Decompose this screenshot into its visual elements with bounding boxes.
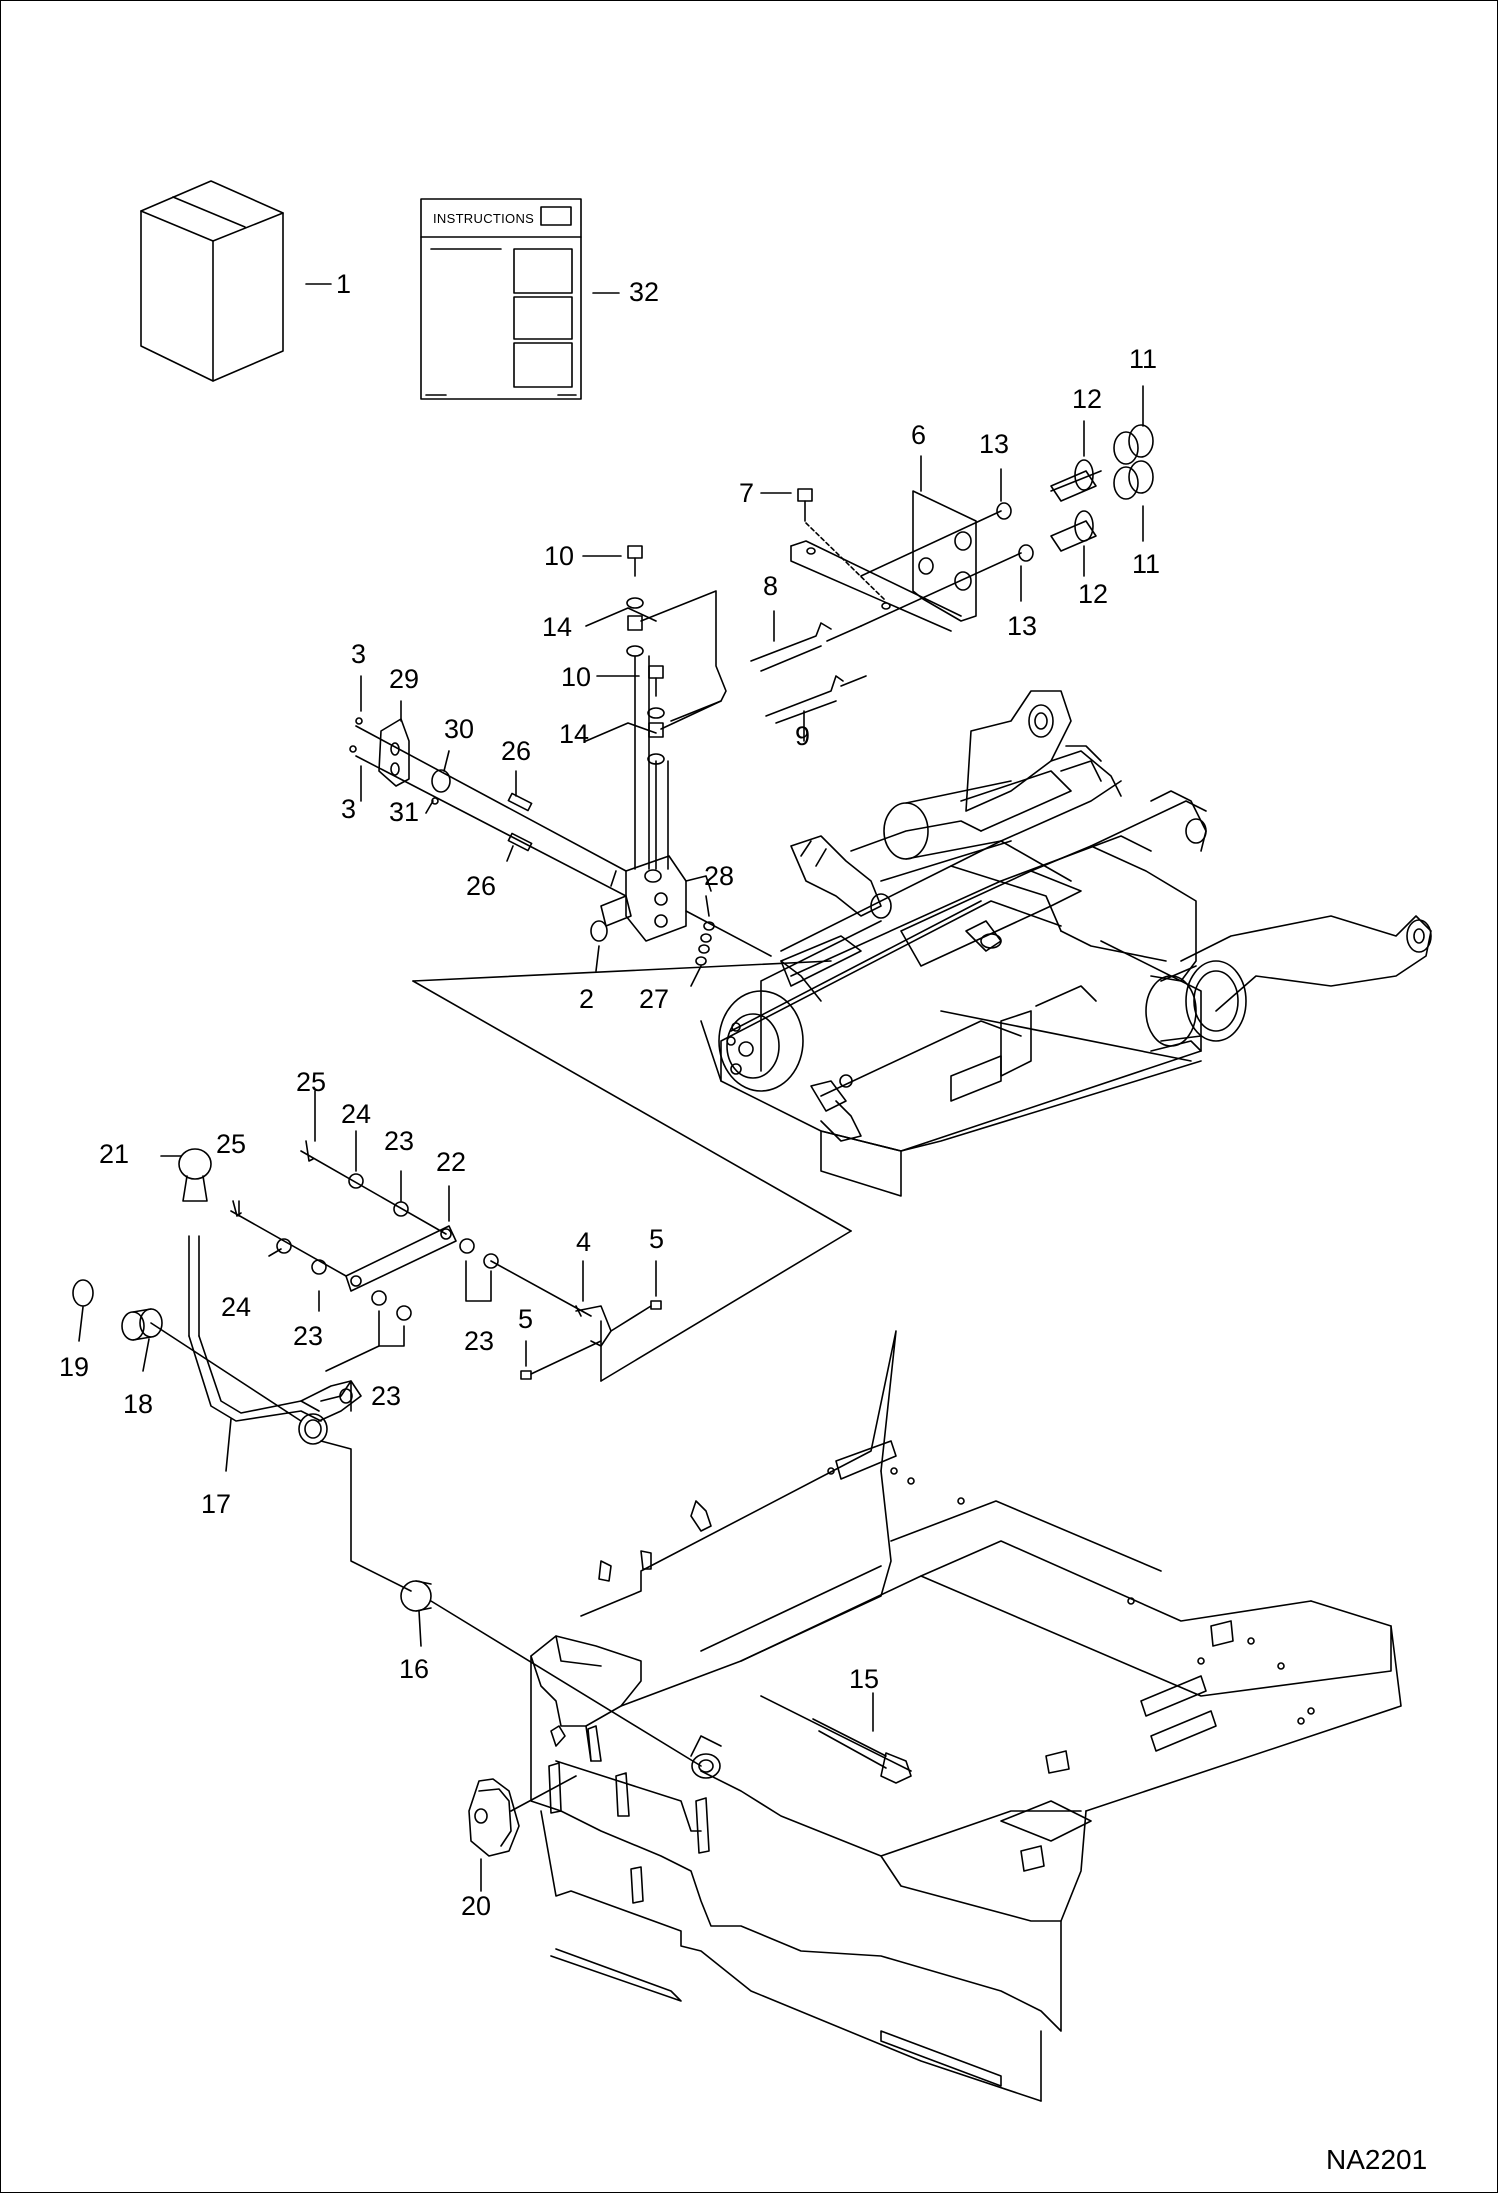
callout-3: 3 xyxy=(341,794,357,824)
callout-23: 23 xyxy=(371,1381,402,1411)
callout-9: 9 xyxy=(795,721,811,751)
callout-19: 19 xyxy=(59,1352,90,1382)
callout-14: 14 xyxy=(559,719,590,749)
callout-16: 16 xyxy=(399,1654,430,1684)
callout-3: 3 xyxy=(351,639,367,669)
part-box-kit xyxy=(140,180,332,382)
callout-10: 10 xyxy=(561,662,592,692)
callout-1: 1 xyxy=(336,269,352,299)
callout-6: 6 xyxy=(911,420,927,450)
callout-26: 26 xyxy=(501,736,532,766)
callout-23: 23 xyxy=(464,1326,495,1356)
callout-22: 22 xyxy=(436,1147,467,1177)
callout-5: 5 xyxy=(518,1304,534,1334)
part-hitch-frame xyxy=(700,690,1432,1197)
leader-lines xyxy=(78,385,1144,1892)
instructions-heading: INSTRUCTIONS xyxy=(433,211,535,226)
callout-23: 23 xyxy=(384,1126,415,1156)
callout-28: 28 xyxy=(704,861,735,891)
callout-8: 8 xyxy=(763,571,779,601)
callout-2: 2 xyxy=(579,984,595,1014)
part-boot xyxy=(468,1775,577,1857)
drawing-code: NA2201 xyxy=(1326,2144,1428,2175)
part-instruction-sheet xyxy=(420,198,620,400)
callout-29: 29 xyxy=(389,664,420,694)
callout-32: 32 xyxy=(629,277,660,307)
lever-linkage xyxy=(72,1140,702,1767)
callout-21: 21 xyxy=(99,1139,130,1169)
callout-26: 26 xyxy=(466,871,497,901)
callout-24: 24 xyxy=(221,1292,252,1322)
callout-15: 15 xyxy=(849,1664,880,1694)
callout-27: 27 xyxy=(639,984,670,1014)
callout-18: 18 xyxy=(123,1389,154,1419)
callout-25: 25 xyxy=(216,1129,247,1159)
callout-11: 11 xyxy=(1129,344,1158,374)
callout-25: 25 xyxy=(296,1067,327,1097)
callout-24: 24 xyxy=(341,1099,372,1129)
callout-13: 13 xyxy=(1007,611,1038,641)
part-lower-frame xyxy=(530,1330,1402,2102)
callout-7: 7 xyxy=(739,478,755,508)
callout-23: 23 xyxy=(293,1321,324,1351)
callout-17: 17 xyxy=(201,1489,232,1519)
callout-12: 12 xyxy=(1078,579,1109,609)
callout-11: 11 xyxy=(1132,549,1161,579)
callout-13: 13 xyxy=(979,429,1010,459)
callout-12: 12 xyxy=(1072,384,1103,414)
callout-4: 4 xyxy=(576,1227,592,1257)
callout-10: 10 xyxy=(544,541,575,571)
callout-20: 20 xyxy=(461,1891,492,1921)
callout-5: 5 xyxy=(649,1224,665,1254)
callout-14: 14 xyxy=(542,612,573,642)
hydraulic-valve-group xyxy=(349,424,1154,1382)
callout-31: 31 xyxy=(389,797,420,827)
callout-30: 30 xyxy=(444,714,475,744)
